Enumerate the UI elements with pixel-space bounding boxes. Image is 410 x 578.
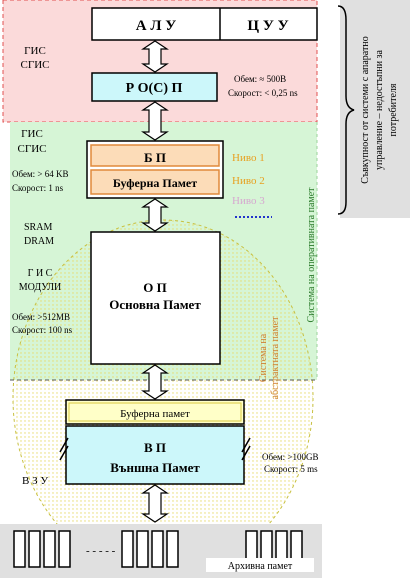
- connection-arrows: [141, 40, 169, 523]
- arrow-vp-archive: [141, 484, 169, 523]
- vp-subtitle: Външна Памет: [110, 460, 200, 475]
- zone1-sgis-label: СГИС: [21, 59, 50, 71]
- archive-media-cell: [58, 530, 71, 568]
- archive-media-cell: [151, 530, 164, 568]
- arrow-bp-op: [141, 198, 169, 232]
- op-subtitle: Основна Памет: [109, 297, 201, 312]
- arrow-alu-rosp: [141, 40, 169, 73]
- op-block: [90, 231, 221, 365]
- arrow-rosp-bp: [141, 101, 169, 141]
- rosp-speed: Скорост: < 0,25 ns: [228, 88, 298, 98]
- abstract-memory-sphere: [12, 219, 314, 577]
- zone2-sgis-label: СГИС: [18, 143, 47, 155]
- vp-block: [65, 425, 245, 485]
- vp-buffer-inner-border: [68, 402, 242, 422]
- vp-title: В П: [144, 440, 166, 455]
- vp-volume: Обем: >100GB: [262, 452, 318, 462]
- op-sram-label: SRAM: [24, 222, 52, 233]
- op-gis-label: Г И С: [28, 268, 53, 279]
- bp-title: Б П: [144, 150, 166, 165]
- hardware-label-line3: потребителя: [388, 83, 399, 136]
- bp-subtitle: Буферна Памет: [113, 176, 197, 190]
- alu-label: А Л У: [136, 18, 177, 34]
- archive-dashes: - - - - -: [86, 545, 116, 557]
- archive-media-cell: [121, 530, 134, 568]
- cuu-label: Ц У У: [247, 18, 288, 34]
- rosp-label: Р О(С) П: [126, 81, 183, 96]
- archive-media-cell: [28, 530, 41, 568]
- archive-group-1: [13, 530, 71, 568]
- op-title: О П: [143, 280, 166, 295]
- vp-right-break-mark: [241, 437, 251, 461]
- rosp-volume: Обем: ≈ 500B: [234, 74, 286, 84]
- vp-buffer-label: Буферна памет: [120, 408, 190, 420]
- operative-memory-system-label: Система на оперативната памет: [306, 187, 317, 323]
- op-dram-label: DRAM: [24, 236, 54, 247]
- arrow-op-vp: [141, 364, 169, 400]
- archive-media-cell: [13, 530, 26, 568]
- archive-label: Архивна памет: [228, 561, 293, 572]
- vp-left-break-mark: [59, 437, 69, 461]
- zone2-gis-label: ГИС: [21, 128, 43, 140]
- op-speed: Скорост: 100 ns: [12, 325, 73, 335]
- level-3-label: Ниво 3: [232, 195, 265, 207]
- zone2-volume: Обем: > 64 KB: [12, 169, 68, 179]
- vzu-label: В З У: [22, 475, 48, 487]
- zone2-speed: Скорост: 1 ns: [12, 183, 64, 193]
- op-modules-label: МОДУЛИ: [19, 282, 62, 293]
- vp-buffer-block: [65, 399, 245, 425]
- archive-media-cell: [43, 530, 56, 568]
- archive-media-cell: [166, 530, 179, 568]
- abstract-memory-system-label-2: абстрактната памет: [270, 316, 281, 400]
- archive-group-2: [121, 530, 179, 568]
- archive-media-cell: [136, 530, 149, 568]
- hardware-label-line2: управление – недостъпни за: [374, 50, 385, 170]
- bp-level2-box: [90, 169, 220, 195]
- abstract-memory-system-label-1: Система на: [258, 333, 269, 382]
- archive-media-groups: [13, 530, 303, 568]
- op-volume: Обем: >512MB: [12, 312, 70, 322]
- alu-cuu-block: [91, 7, 318, 41]
- hardware-label-line1: Съвкупност от системи с апаратно: [360, 36, 371, 183]
- zone1-gis-label: ГИС: [24, 45, 46, 57]
- vp-speed: Скорост: 5 ms: [264, 464, 318, 474]
- level-1-label: Ниво 1: [232, 152, 265, 164]
- hardware-group-brace: [337, 5, 355, 215]
- level-2-label: Ниво 2: [232, 175, 265, 187]
- archive-label-bg: [206, 558, 314, 572]
- bp-level1-box: [90, 144, 220, 167]
- rosp-block: [91, 72, 218, 102]
